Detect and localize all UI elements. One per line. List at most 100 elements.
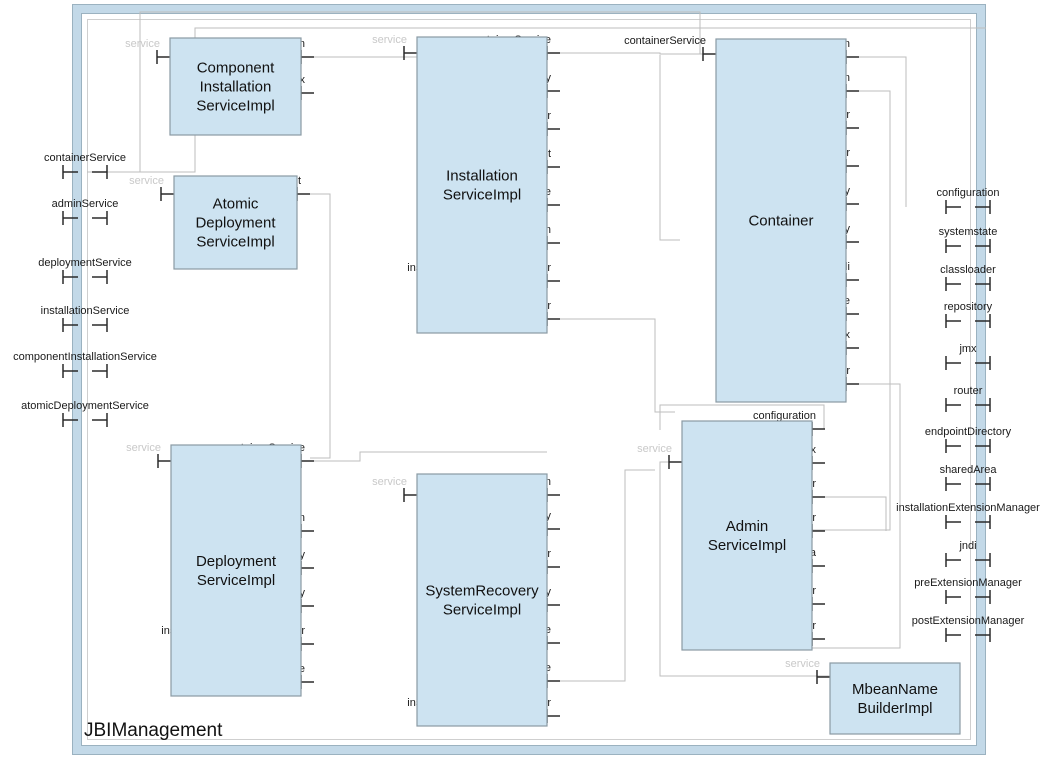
port-label: service [126, 442, 161, 454]
port-glyph [811, 524, 825, 538]
port-label: deploymentService [38, 257, 132, 269]
package-right-port[interactable]: systemstate [939, 226, 998, 253]
component-name-line: ServiceImpl [443, 602, 521, 619]
port-label: configuration [753, 410, 816, 422]
port-glyph [945, 590, 991, 604]
port-label: preExtensionManager [914, 577, 1022, 589]
port-label: atomicDeploymentService [21, 400, 149, 412]
component-box[interactable] [681, 420, 813, 651]
components-layer: serviceinstallationjmxComponentInstallat… [125, 34, 961, 735]
package-right-port[interactable]: sharedArea [940, 464, 998, 491]
left-port[interactable]: service [785, 658, 830, 684]
component-name-line: Deployment [196, 553, 277, 570]
component-systemRecoveryServiceImpl[interactable]: serviceconfigurationendpointDirectoryrou… [372, 473, 560, 727]
component-name-line: Deployment [195, 215, 276, 232]
package-left-port[interactable]: containerService [44, 152, 126, 179]
port-glyph [811, 597, 825, 611]
port-label: configuration [937, 187, 1000, 199]
package-right-port[interactable]: installationExtensionManager [896, 502, 1040, 529]
component-name-line: Installation [200, 79, 272, 96]
package-left-port[interactable]: installationService [41, 305, 130, 332]
port-label: service [372, 476, 407, 488]
connector-wire [547, 318, 675, 413]
left-port[interactable]: service [637, 443, 682, 469]
port-glyph [546, 598, 560, 612]
left-port[interactable]: service [372, 34, 417, 60]
package-right-port[interactable]: endpointDirectory [925, 426, 1012, 453]
component-deploymentServiceImpl[interactable]: servicecontainerServiceconfigurationendp… [126, 442, 314, 697]
component-box[interactable] [169, 37, 302, 136]
port-glyph [156, 50, 170, 64]
port-glyph [811, 422, 825, 436]
component-name-line: BuilderImpl [857, 700, 932, 717]
component-adminServiceImpl[interactable]: serviceconfigurationjmxmbean-name-builde… [637, 410, 825, 651]
port-glyph [945, 356, 991, 370]
port-glyph [62, 364, 108, 378]
component-componentInstallationServiceImpl[interactable]: serviceinstallationjmxComponentInstallat… [125, 37, 314, 136]
package-right-port[interactable]: repository [944, 301, 993, 328]
port-glyph [945, 515, 991, 529]
port-glyph [300, 637, 314, 651]
package-frame [72, 4, 986, 755]
left-port[interactable]: service [129, 175, 174, 201]
package-left-port[interactable]: componentInstallationService [13, 351, 157, 378]
connector-wire [659, 55, 680, 241]
port-glyph [300, 524, 314, 538]
port-label: service [129, 175, 164, 187]
component-box[interactable] [829, 662, 961, 735]
package-name-label: JBIManagement [84, 720, 223, 741]
package-ports: containerService adminService deploymentSe… [13, 152, 1040, 642]
package-right-port[interactable]: jndi [945, 540, 991, 567]
component-box[interactable] [715, 38, 847, 403]
port-glyph [816, 670, 830, 684]
port-glyph [945, 239, 991, 253]
port-glyph [160, 187, 174, 201]
port-glyph [845, 273, 859, 287]
left-port[interactable]: containerService [624, 35, 716, 61]
left-port[interactable]: service [126, 442, 171, 468]
port-glyph [945, 398, 991, 412]
package-right-port[interactable]: configuration [937, 187, 1000, 214]
port-glyph [300, 599, 314, 613]
component-box[interactable] [173, 175, 298, 270]
port-label: service [372, 34, 407, 46]
component-box[interactable] [416, 36, 548, 334]
component-name-line: ServiceImpl [196, 98, 274, 115]
package-right-port[interactable]: preExtensionManager [914, 577, 1022, 604]
port-glyph [62, 270, 108, 284]
port-glyph [300, 454, 314, 468]
port-glyph [811, 559, 825, 573]
package-right-port[interactable]: router [945, 385, 991, 412]
port-glyph [945, 628, 991, 642]
package-left-port[interactable]: deploymentService [38, 257, 132, 284]
component-name-line: Installation [446, 168, 518, 185]
component-name-line: ServiceImpl [197, 572, 275, 589]
package-right-port[interactable]: postExtensionManager [912, 615, 1025, 642]
port-glyph [945, 277, 991, 291]
component-box[interactable] [416, 473, 548, 727]
package-left-port[interactable]: atomicDeploymentService [21, 400, 149, 427]
left-port[interactable]: service [372, 476, 417, 502]
component-box[interactable] [170, 444, 302, 697]
component-installationServiceImpl[interactable]: servicecontainerServicerepositoryrouterd… [372, 34, 560, 334]
package-right-port[interactable]: classloader [940, 264, 996, 291]
component-container[interactable]: containerServiceconfigurationadminclassl… [624, 35, 859, 403]
package-right-port[interactable]: jmx [945, 343, 991, 370]
port-glyph [546, 522, 560, 536]
component-name-line: Admin [726, 518, 769, 535]
port-glyph [845, 50, 859, 64]
port-glyph [546, 560, 560, 574]
package-left-port[interactable]: adminService [52, 198, 119, 225]
port-glyph [62, 211, 108, 225]
component-atomicDeploymentServiceImpl[interactable]: servicedeploymentAtomicDeploymentService… [129, 175, 310, 270]
port-glyph [546, 198, 560, 212]
left-port[interactable]: service [125, 38, 170, 64]
port-glyph [546, 636, 560, 650]
port-glyph [300, 675, 314, 689]
port-glyph [546, 160, 560, 174]
port-label: sharedArea [940, 464, 998, 476]
port-glyph [546, 46, 560, 60]
